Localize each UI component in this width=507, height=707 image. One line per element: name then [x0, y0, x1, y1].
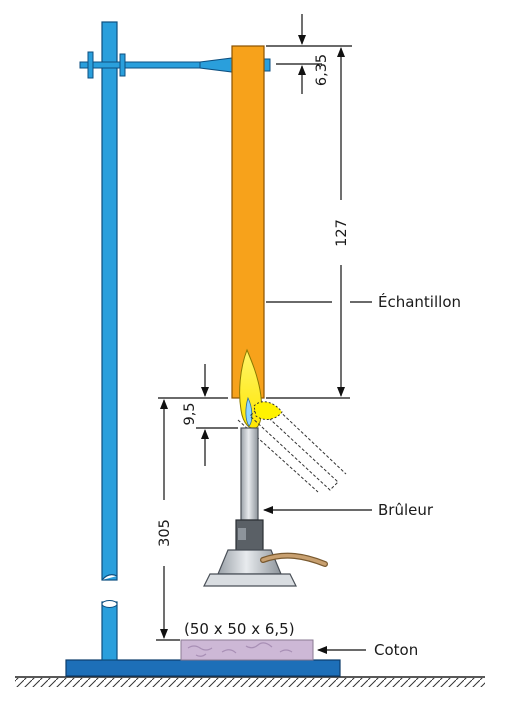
dimension-flame-gap: 9,5	[158, 364, 238, 466]
ground	[15, 676, 485, 687]
sample-strip	[231, 45, 265, 399]
dimension-label-burner-to-cotton: 305	[157, 519, 173, 547]
leader-sample: Échantillon	[266, 292, 461, 311]
label-cotton-size: (50 x 50 x 6,5)	[184, 620, 295, 638]
stand-rod	[101, 21, 118, 661]
dimension-label-flame-gap: 9,5	[182, 402, 198, 425]
label-sample: Échantillon	[378, 292, 461, 311]
dimension-sample-length: 127	[266, 47, 350, 399]
dimension-label-top-offset: 6,35	[314, 54, 330, 86]
dimension-burner-to-cotton: 305	[156, 399, 180, 641]
label-burner: Brûleur	[378, 501, 434, 519]
cotton-pad	[180, 639, 314, 661]
leader-cotton: Coton (50 x 50 x 6,5)	[184, 620, 418, 659]
dimension-top-offset: 6,35	[266, 14, 352, 94]
label-cotton: Coton	[374, 641, 418, 659]
leader-burner: Brûleur	[263, 501, 434, 519]
dimension-label-sample-length: 127	[334, 219, 350, 247]
burner	[203, 427, 328, 587]
clamp-arm	[79, 51, 271, 79]
stand-base	[65, 659, 341, 677]
